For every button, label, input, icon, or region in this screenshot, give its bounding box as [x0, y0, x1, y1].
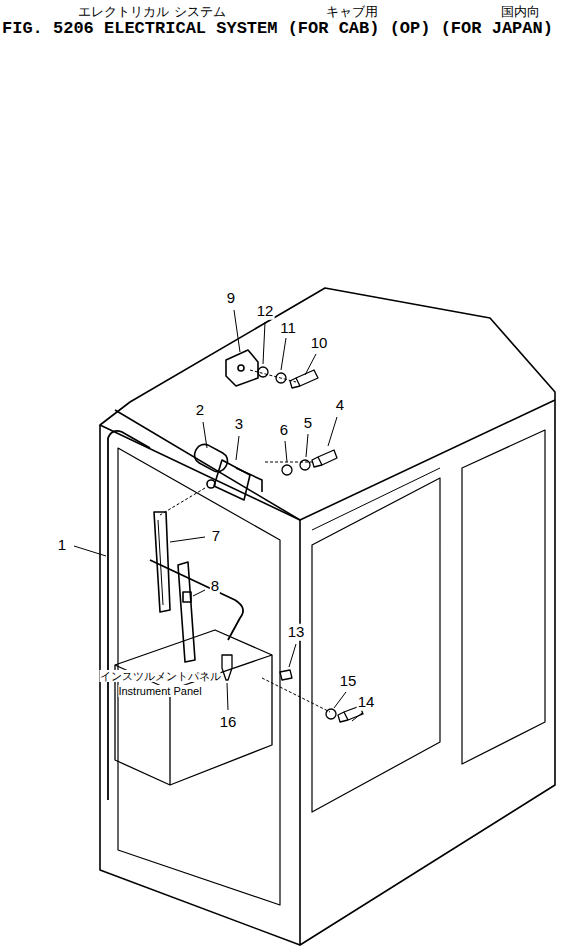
bolt-4 — [312, 450, 337, 467]
panel-box — [115, 630, 272, 785]
callout-number: 13 — [287, 624, 306, 641]
door-top — [312, 468, 440, 530]
blade — [178, 562, 195, 662]
callout-number: 1 — [57, 537, 67, 554]
bolt-10 — [290, 370, 318, 388]
japanese-heading: キャブ用 — [326, 5, 378, 19]
bolt-axis — [250, 370, 314, 462]
callout-number: 15 — [339, 673, 358, 690]
bracket-9 — [226, 350, 258, 386]
callout-number: 8 — [210, 578, 220, 595]
panel-label: インスツルメントパネル — [100, 670, 221, 682]
washer-12 — [258, 367, 268, 377]
arm — [154, 512, 170, 612]
callout-number: 7 — [211, 528, 221, 545]
washer-6 — [282, 465, 292, 475]
cab-shell — [100, 288, 555, 945]
callout-number: 12 — [256, 303, 275, 320]
leaders — [74, 310, 362, 721]
figure-title: FIG. 5206 ELECTRICAL SYSTEM (FOR CAB) (O… — [2, 20, 553, 39]
roof-edge — [115, 400, 555, 520]
hose-1 — [108, 431, 150, 800]
side-window — [312, 478, 440, 812]
wiper-arm-7 — [154, 512, 170, 612]
callout-number: 4 — [335, 397, 345, 414]
washer-hose — [108, 431, 243, 800]
panel-label: Instrument Panel — [118, 685, 201, 697]
callout-number: 9 — [226, 290, 236, 307]
fasteners — [222, 367, 363, 722]
callout-number: 3 — [234, 416, 244, 433]
hose-2 — [150, 560, 243, 640]
rear-window — [462, 430, 545, 764]
instrument-panel — [115, 630, 272, 785]
motor-bracket — [236, 468, 262, 492]
wiper-blade-8 — [178, 562, 195, 662]
japanese-heading: 国内向 — [501, 5, 540, 19]
bracket — [226, 350, 258, 386]
wiper-motor — [160, 441, 262, 515]
callout-number: 16 — [219, 714, 238, 731]
motor-2 — [191, 441, 230, 475]
shaft-axis — [160, 488, 205, 515]
arm-rib — [158, 520, 163, 605]
motor-shaft — [207, 480, 215, 488]
callout-number: 11 — [279, 320, 297, 337]
mount-axis — [262, 678, 330, 712]
cab-outline — [100, 288, 555, 945]
blade-clip — [183, 592, 191, 602]
nozzle-16 — [222, 655, 232, 680]
callout-number: 14 — [357, 694, 376, 711]
callout-number: 2 — [195, 402, 205, 419]
motor-3 — [214, 460, 250, 500]
clip-13 — [280, 670, 292, 680]
bracket-hole — [238, 365, 244, 371]
callout-number: 6 — [279, 422, 289, 439]
japanese-heading: エレクトリカル システム — [78, 5, 225, 19]
leader-lines — [74, 310, 362, 721]
washer-15 — [326, 709, 336, 719]
callout-number: 10 — [310, 335, 329, 352]
callout-number: 5 — [303, 415, 313, 432]
